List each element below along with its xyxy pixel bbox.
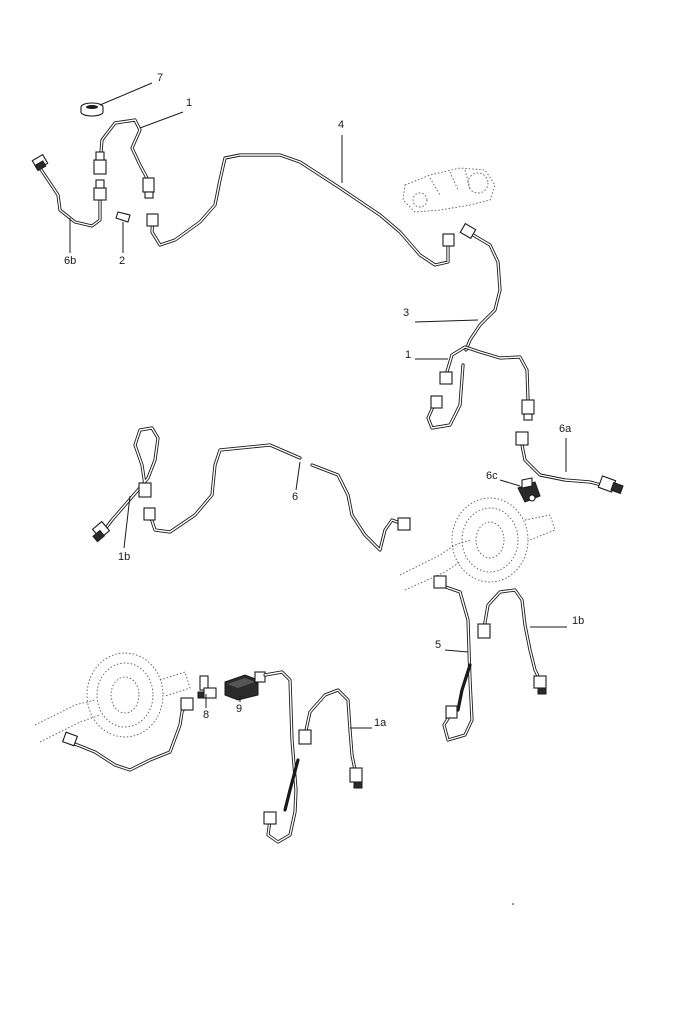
brake-hose-part-1-top <box>93 118 155 199</box>
callout-1-mid: 1 <box>405 349 411 361</box>
leader-lines <box>69 82 567 729</box>
grommet-part-7 <box>80 102 104 117</box>
callout-6a: 6a <box>559 423 572 435</box>
bracket-part-6c <box>517 477 541 503</box>
brake-hose-part-1b-left <box>91 426 160 543</box>
callout-7: 7 <box>157 72 163 84</box>
brake-hose-part-1-mid <box>439 345 535 421</box>
callout-1b-left: 1b <box>118 551 130 563</box>
brake-line-rear-axle-left <box>61 697 194 772</box>
callout-1a: 1a <box>374 717 387 729</box>
callout-9: 9 <box>236 703 242 715</box>
callout-5: 5 <box>435 639 441 651</box>
brake-line-part-4 <box>146 153 455 267</box>
callout-6c: 6c <box>486 470 498 482</box>
rear-axle-left-outline <box>34 652 191 743</box>
brake-line-part-5 <box>433 575 474 742</box>
brake-line-hairpin <box>426 363 465 430</box>
brake-line-part-3 <box>459 222 502 352</box>
callout-1-top: 1 <box>186 97 192 109</box>
callout-6: 6 <box>292 491 298 503</box>
clip-part-2 <box>115 211 131 223</box>
brake-line-from-regulator <box>263 670 298 844</box>
callout-6b: 6b <box>64 255 76 267</box>
brake-line-part-6 <box>143 443 411 552</box>
brake-hose-part-1b-right <box>456 588 547 712</box>
brake-hose-part-6a <box>515 431 624 495</box>
valve-part-8 <box>197 675 217 699</box>
brake-hose-part-1a <box>283 688 363 812</box>
master-cylinder-outline <box>402 167 496 213</box>
brake-hose-part-6b <box>31 153 107 228</box>
stray-mark <box>512 903 514 905</box>
callout-3: 3 <box>403 307 409 319</box>
callout-1b-right: 1b <box>572 615 584 627</box>
regulator-part-9 <box>224 671 266 701</box>
callout-8: 8 <box>203 709 209 721</box>
callout-2: 2 <box>119 255 125 267</box>
callout-4: 4 <box>338 119 344 131</box>
rear-axle-right-outline <box>399 497 556 591</box>
